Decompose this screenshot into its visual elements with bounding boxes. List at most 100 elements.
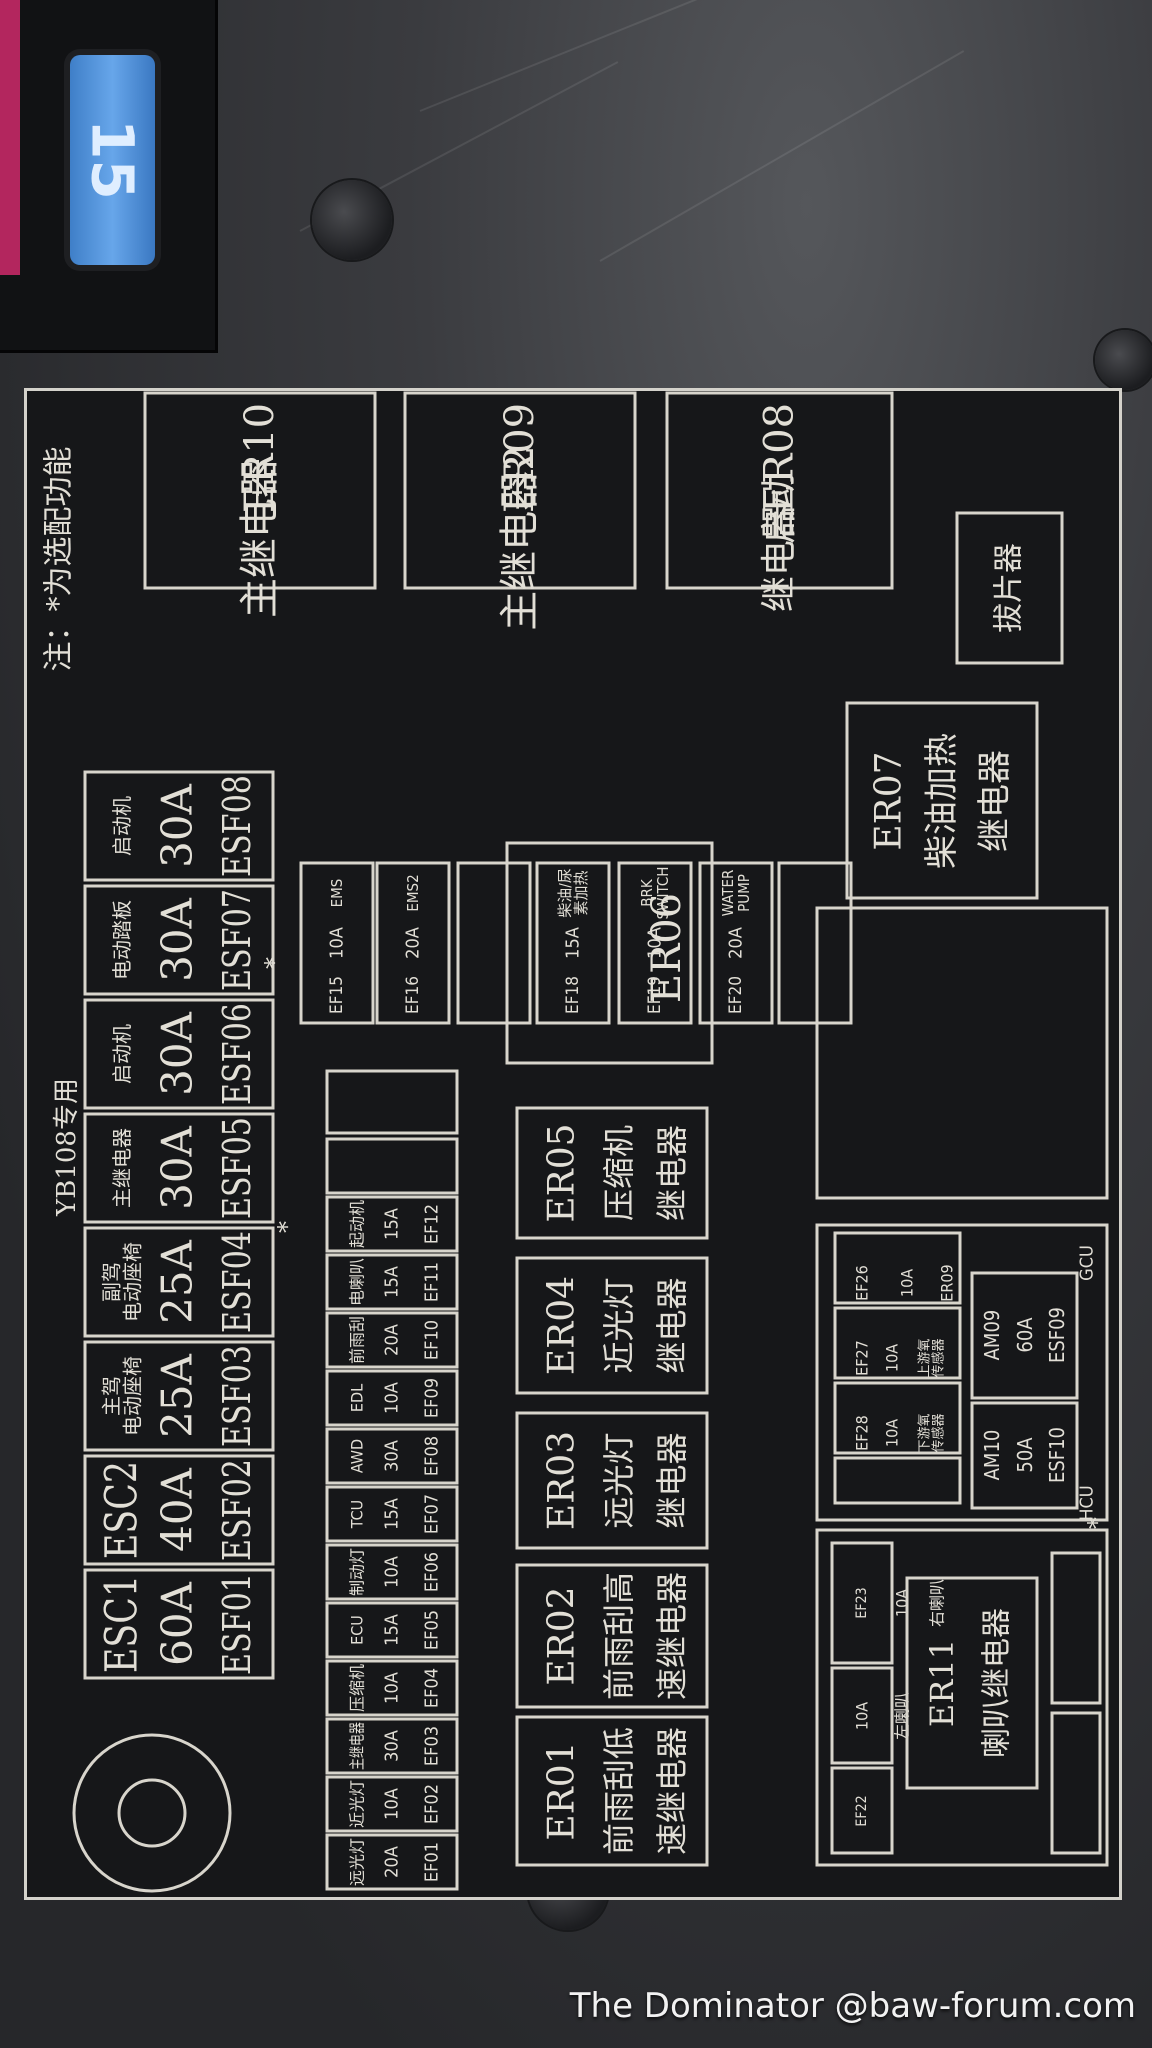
upper-fuse-slot [375,861,451,1025]
large-fuse-amp: 30A [153,1011,202,1095]
small-fuse-code: EF10 [422,1320,443,1360]
small-fuse-slot [325,1195,459,1253]
relay-text: 前雨刮低 [600,1727,638,1855]
large-fuse-code: ESF04 [215,1231,259,1333]
relay-code: ER07 [869,751,910,850]
large-fuse-code: ESF05 [215,1117,259,1219]
watermark: The Dominator @baw-forum.com [569,1986,1136,2026]
fuse-name: ER09 [938,1264,957,1301]
upper-fuse-amp: 20A [726,927,747,959]
large-fuse-amp: 25A [153,1239,202,1323]
option-star: * [260,957,288,969]
relay-text: 速继电器 [653,1727,691,1855]
empty-fuse-slot [325,1137,459,1195]
relay-code: ER11 [923,1639,961,1727]
large-fuse-slot [83,1568,275,1680]
fuse-amp: 10A [898,1269,917,1297]
relay-text: 前雨刮高 [600,1572,638,1700]
small-fuse-amp: 15A [382,1498,403,1530]
fuse-puller-label: 拔片器 [992,543,1027,633]
small-fuse-code: EF02 [422,1784,443,1824]
fuse-code: EF27 [853,1340,872,1376]
large-fuse-code: ESF02 [215,1459,259,1561]
small-fuse-amp: 15A [382,1266,403,1298]
upper-fuse-amp: 15A [563,927,584,959]
relay-text: 速继电器 [653,1572,691,1700]
hcu-gcu-group [815,1223,1109,1522]
am10-slot [970,1401,1079,1510]
relay-er11 [905,1576,1039,1790]
large-fuse-amp: 30A [153,783,202,867]
small-fuse-name: 电喇叭 [348,1258,367,1306]
relay-text: 启动 [759,472,800,544]
mounting-ring-inner [117,1778,187,1848]
large-fuse-name: 主继电器 [110,1128,134,1208]
large-fuse-code: ESF01 [215,1573,259,1675]
upper-fuse-amp: 10A [327,927,348,959]
horn-relay-group [815,1528,1109,1867]
relay-er10 [143,391,377,590]
large-fuse-name: 电动座椅 [121,1242,145,1322]
large-fuse-slot [83,1112,275,1224]
upper-fuse-name: 素加热 [572,870,590,915]
large-fuse-name: 主驾 [100,1376,124,1416]
am09-slot [970,1271,1079,1400]
relay-code: ER03 [542,1431,583,1530]
relay-er02 [515,1563,709,1709]
relay-text: 近光灯 [600,1277,638,1373]
model-label: YB108专用 [52,1078,82,1217]
fuse-amp: 10A [883,1419,902,1447]
small-fuse-name: 主继电器 [348,1722,367,1770]
large-fuse-code: ESF07 [215,889,259,991]
relay-text: 主继电器 [237,458,283,618]
upper-fuse-amp: 20A [403,927,424,959]
relay-code: ER06 [644,893,690,1003]
small-fuse-amp: 20A [382,1324,403,1356]
fuse-socket-block: 15 [0,0,218,353]
relay-er08 [665,391,894,590]
small-fuse-amp: 15A [382,1614,403,1646]
small-fuse-amp: 10A [382,1556,403,1588]
relay-code: ER01 [542,1741,583,1840]
pink-connector [0,0,20,275]
small-fuse-name: TCU [348,1500,367,1529]
fuse-name: 传感器 [930,1413,946,1452]
large-fuse-name: ESC2 [97,1461,148,1559]
large-fuse-slot [83,884,275,996]
fuse-amp: 60A [1013,1317,1037,1353]
fuse-code: AM10 [980,1430,1004,1481]
small-fuse-slot [325,1543,459,1601]
empty-fuse-slot [1050,1551,1102,1705]
small-fuse-code: EF04 [422,1668,443,1708]
relay-er05 [515,1106,709,1240]
fuse-name: 传感器 [930,1338,946,1377]
small-fuse-name: AWD [348,1439,367,1473]
upper-fuse-amp: 10A [645,927,666,959]
large-fuse-slot [83,1340,275,1452]
empty-block [815,906,1109,1200]
small-fuse-name: EDL [348,1384,367,1412]
upper-fuse-code: EF19 [645,976,665,1014]
upper-fuse-name: EMS [328,879,346,908]
small-fuse-code: EF03 [422,1726,443,1766]
small-fuse-amp: 20A [382,1846,403,1878]
fuse-code: EF23 [854,1587,870,1618]
empty-fuse-slot [833,1456,962,1505]
large-fuse-name: 电动座椅 [121,1356,145,1436]
large-fuse-slot [83,998,275,1110]
upper-fuse-slot [617,861,693,1025]
relay-code: ER02 [542,1586,583,1685]
small-fuse-code: EF01 [422,1842,443,1882]
fuse-name: ESF09 [1045,1307,1069,1363]
large-fuse-amp: 30A [153,897,202,981]
empty-fuse-slot [1050,1711,1102,1855]
ef27-slot [833,1306,962,1380]
relay-text: 继电器 [653,1125,691,1221]
large-fuse-amp: 30A [153,1125,202,1209]
small-fuse-code: EF07 [422,1494,443,1534]
large-fuse-name: 电动踏板 [110,900,134,980]
relay-er03 [515,1411,709,1550]
fuse-code: EF26 [853,1265,872,1301]
upper-fuse-code: EF18 [563,976,583,1014]
